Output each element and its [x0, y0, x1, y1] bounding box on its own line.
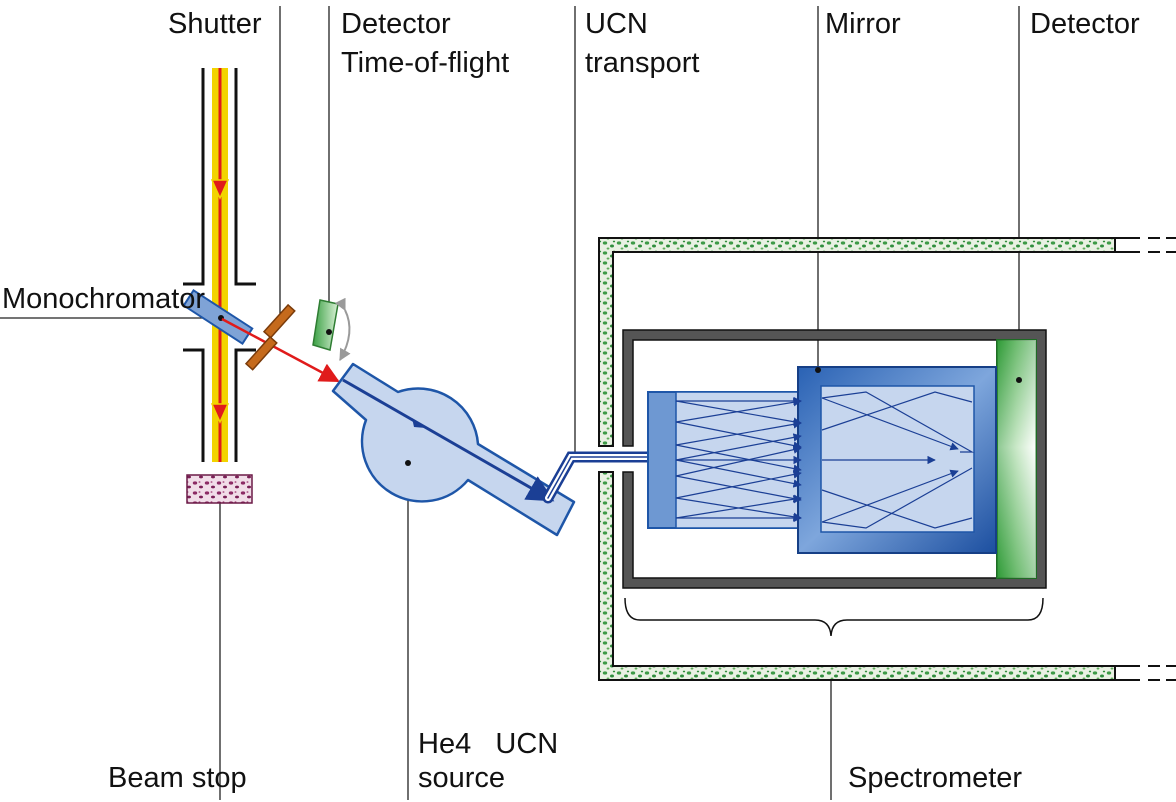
beam-guide	[183, 68, 256, 462]
label-mirror: Mirror	[825, 8, 901, 40]
beam-stop	[186, 474, 253, 504]
spectrometer-housing	[622, 329, 1047, 589]
ucn-mid-arrow	[412, 418, 426, 428]
beam-arrow-upper	[210, 179, 230, 200]
label-shutter: Shutter	[168, 8, 262, 40]
ucn-transport-guide	[542, 451, 658, 504]
label-beam-stop: Beam stop	[108, 762, 247, 794]
label-detector-tof-line1: Detector	[341, 8, 451, 40]
outer-shielding	[598, 237, 1176, 681]
label-he4-ucn-source-line2: source	[418, 762, 505, 794]
detector	[996, 339, 1037, 579]
diffracted-beam	[221, 317, 340, 383]
tof-detector	[312, 297, 351, 362]
spectrometer-brace	[624, 597, 1044, 637]
ucn-source-path	[342, 378, 555, 502]
label-he4-ucn-source-line1: He4 UCN	[418, 728, 558, 760]
label-ucn-transport-line2: transport	[585, 47, 699, 79]
leader-lines	[0, 6, 1020, 800]
ucn-trajectories-mirror	[821, 391, 975, 529]
labels: Shutter Detector Time-of-flight UCN tran…	[2, 8, 1140, 794]
he4-ucn-source	[331, 362, 576, 537]
shutter	[244, 303, 296, 371]
label-detector: Detector	[1030, 8, 1140, 40]
monochromator	[182, 289, 254, 345]
label-monochromator: Monochromator	[2, 283, 205, 315]
tof-rotation-arrow	[334, 297, 351, 362]
label-detector-tof-line2: Time-of-flight	[341, 47, 509, 79]
label-ucn-transport-line1: UCN	[585, 8, 648, 40]
ucn-trajectories-entrance	[675, 396, 802, 523]
beam-arrow-lower	[210, 403, 230, 424]
label-spectrometer: Spectrometer	[848, 762, 1022, 794]
